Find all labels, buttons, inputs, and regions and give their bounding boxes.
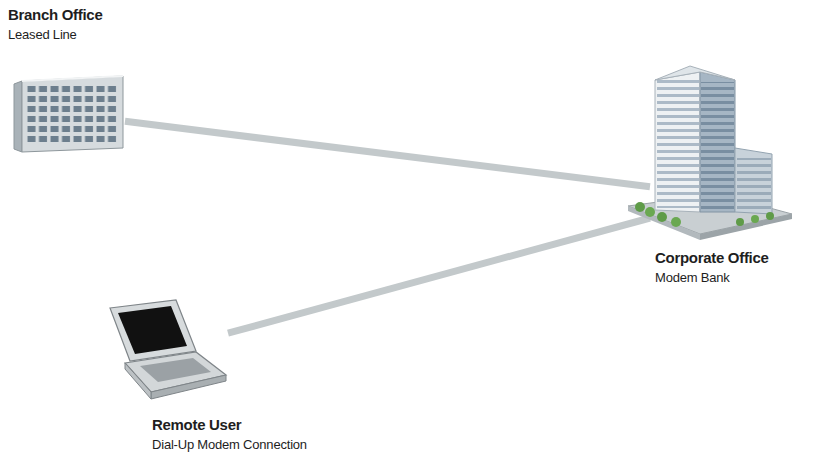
location-title: Remote User [152, 416, 241, 433]
corporate-building [628, 66, 792, 240]
network-link [228, 218, 650, 333]
remote-user-node: Remote UserDial-Up Modem Connection [105, 298, 228, 400]
network-link [125, 121, 650, 186]
connection-type: Dial-Up Modem Connection [152, 437, 307, 452]
laptop [110, 300, 226, 399]
branch-office-node: Branch OfficeLeased Line [15, 75, 125, 152]
connection-type: Leased Line [8, 27, 77, 42]
branch-building [14, 76, 123, 152]
location-title: Branch Office [8, 6, 102, 23]
corporate-office-node: Corporate OfficeModem Bank [650, 68, 790, 238]
connection-type: Modem Bank [655, 270, 730, 285]
location-title: Corporate Office [655, 249, 769, 266]
